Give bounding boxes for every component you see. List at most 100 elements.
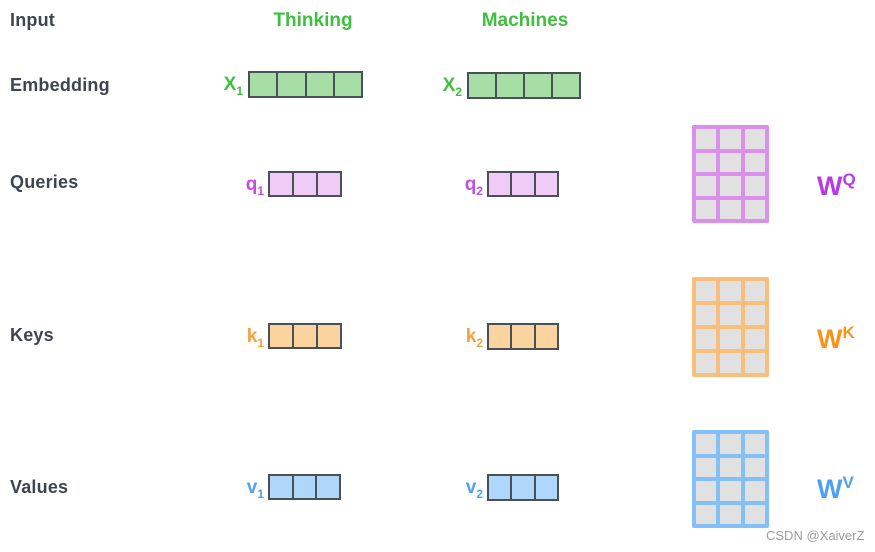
label-superscript: K xyxy=(842,323,855,342)
matrix-cell xyxy=(744,281,765,301)
vector-cell xyxy=(304,73,333,96)
label-superscript: V xyxy=(842,473,854,492)
label-base: q xyxy=(245,174,258,195)
matrix-cell xyxy=(696,199,717,219)
vector-cell xyxy=(495,74,523,97)
matrix-cell xyxy=(744,329,765,349)
matrix-cell xyxy=(720,481,741,501)
key-label-k1: k1 xyxy=(222,325,264,355)
matrix-cell xyxy=(720,176,741,196)
vector-cell xyxy=(270,325,292,347)
vector-cell xyxy=(510,325,533,348)
matrix-cell xyxy=(744,353,765,373)
embedding-label-x2: X2 xyxy=(420,74,462,104)
matrix-cell xyxy=(720,129,741,149)
row-label-input: Input xyxy=(10,10,55,30)
vector-cell xyxy=(533,173,557,195)
label-base: k xyxy=(465,326,477,347)
weight-matrix-wq xyxy=(692,125,769,223)
matrix-cell xyxy=(744,434,765,454)
label-base: q xyxy=(464,174,477,195)
label-base: k xyxy=(246,326,258,347)
matrix-cell xyxy=(696,481,717,501)
watermark: CSDN @XaiverZ xyxy=(766,528,865,543)
vector-cell xyxy=(316,325,340,347)
query-vector-q1 xyxy=(268,171,342,197)
embedding-label-x1: X1 xyxy=(201,73,243,103)
label-subscript: 2 xyxy=(476,335,483,350)
matrix-cell xyxy=(696,504,717,524)
embedding-vector-x1 xyxy=(248,71,363,98)
vector-cell xyxy=(489,173,510,195)
key-vector-k1 xyxy=(268,323,342,349)
vector-cell xyxy=(510,476,533,499)
embedding-vector-x2 xyxy=(467,72,581,99)
value-label-v1: v1 xyxy=(222,476,264,506)
vector-cell xyxy=(270,476,292,498)
label-base: W xyxy=(817,324,843,354)
vector-cell xyxy=(315,476,339,498)
label-subscript: 1 xyxy=(257,335,264,350)
column-header-thinking: Thinking xyxy=(273,10,353,31)
row-label-values: Values xyxy=(10,477,69,497)
matrix-cell xyxy=(744,481,765,501)
matrix-cell xyxy=(744,305,765,325)
matrix-cell xyxy=(720,199,741,219)
vector-cell xyxy=(332,73,361,96)
weight-matrix-wk xyxy=(692,277,769,377)
vector-cell xyxy=(250,73,276,96)
vector-cell xyxy=(469,74,495,97)
matrix-cell xyxy=(696,457,717,477)
label-subscript: 2 xyxy=(476,486,483,501)
matrix-cell xyxy=(720,329,741,349)
key-label-k2: k2 xyxy=(441,325,483,355)
matrix-cell xyxy=(696,176,717,196)
vector-cell xyxy=(489,325,510,348)
matrix-cell xyxy=(696,281,717,301)
matrix-cell xyxy=(720,353,741,373)
matrix-cell xyxy=(696,434,717,454)
label-subscript: 1 xyxy=(236,83,243,98)
vector-cell xyxy=(551,74,579,97)
label-base: W xyxy=(817,171,843,201)
label-base: W xyxy=(817,474,843,504)
vector-cell xyxy=(533,325,557,348)
key-vector-k2 xyxy=(487,323,559,350)
matrix-cell xyxy=(720,504,741,524)
matrix-cell xyxy=(720,281,741,301)
vector-cell xyxy=(489,476,510,499)
matrix-cell xyxy=(720,152,741,172)
label-subscript: 2 xyxy=(476,183,483,198)
weight-label-wq: WQ xyxy=(817,166,856,200)
matrix-cell xyxy=(696,152,717,172)
label-base: X xyxy=(223,74,237,95)
query-label-q1: q1 xyxy=(222,173,264,203)
value-vector-v1 xyxy=(268,474,341,500)
label-superscript: Q xyxy=(842,170,856,189)
row-label-keys: Keys xyxy=(10,325,54,345)
value-vector-v2 xyxy=(487,474,559,501)
label-subscript: 2 xyxy=(455,84,462,99)
value-label-v2: v2 xyxy=(441,476,483,506)
matrix-cell xyxy=(696,129,717,149)
matrix-cell xyxy=(720,434,741,454)
matrix-cell xyxy=(744,457,765,477)
vector-cell xyxy=(510,173,533,195)
vector-cell xyxy=(292,325,316,347)
row-label-queries: Queries xyxy=(10,172,79,192)
vector-cell xyxy=(533,476,557,499)
matrix-cell xyxy=(720,457,741,477)
label-base: v xyxy=(246,477,258,498)
matrix-cell xyxy=(744,152,765,172)
vector-cell xyxy=(291,476,316,498)
matrix-cell xyxy=(720,305,741,325)
weight-label-wv: WV xyxy=(817,469,854,503)
query-label-q2: q2 xyxy=(441,173,483,203)
matrix-cell xyxy=(696,305,717,325)
weight-label-wk: WK xyxy=(817,319,855,353)
column-header-machines: Machines xyxy=(481,10,569,31)
vector-cell xyxy=(523,74,551,97)
query-vector-q2 xyxy=(487,171,559,197)
matrix-cell xyxy=(696,353,717,373)
